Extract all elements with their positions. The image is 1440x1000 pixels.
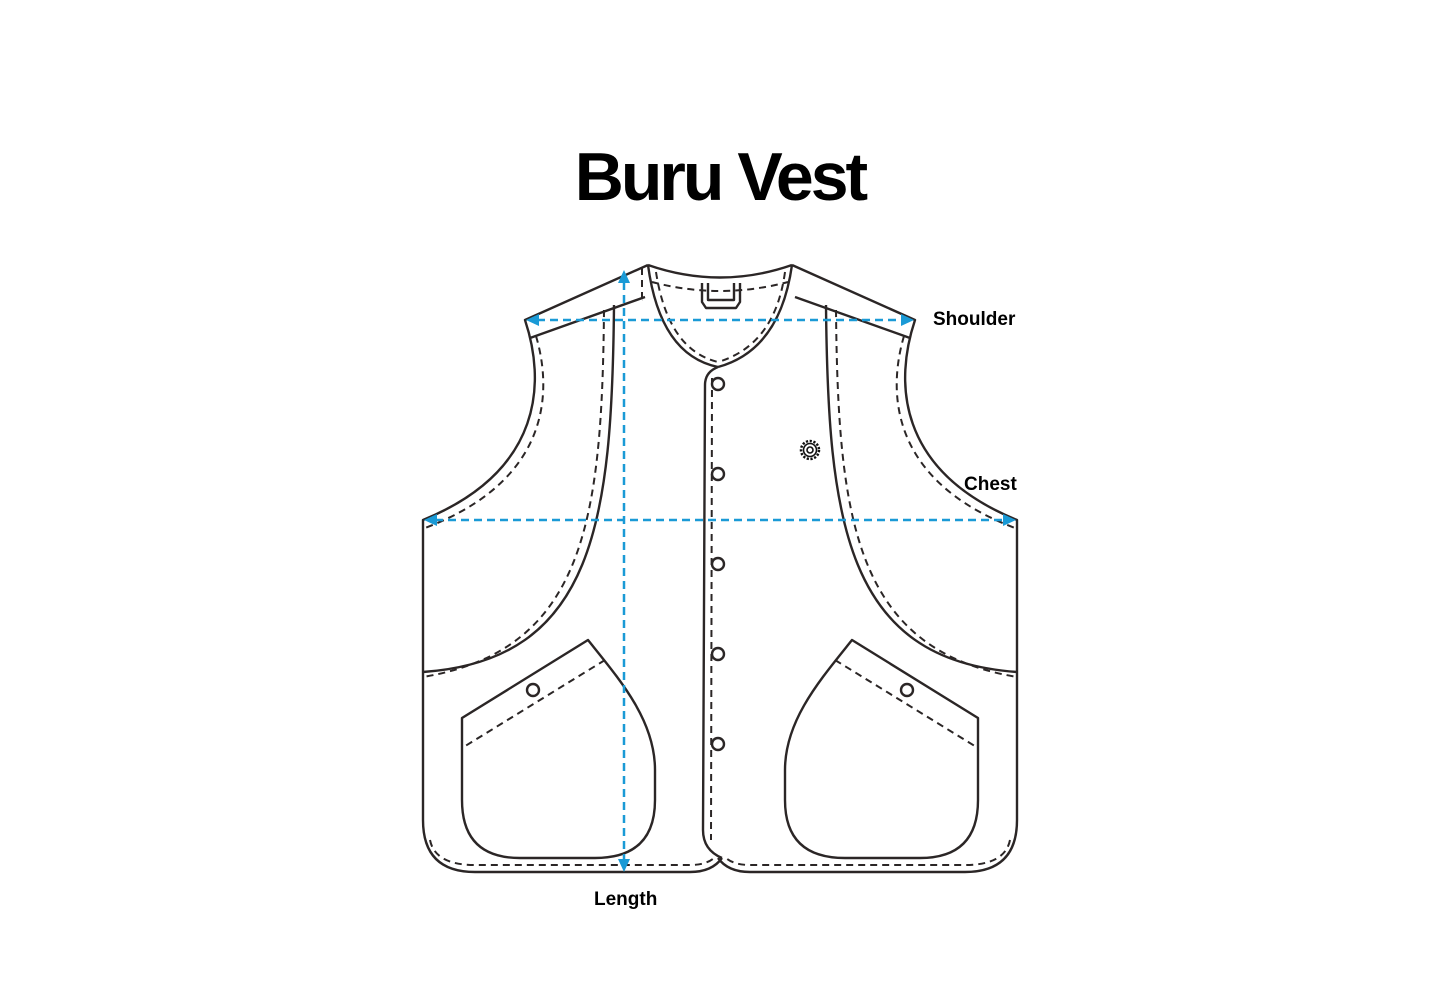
arrow-icon (424, 514, 437, 526)
shoulder-label: Shoulder (933, 309, 1016, 330)
button (710, 556, 726, 572)
length-label: Length (594, 889, 658, 910)
pocket-right (783, 638, 980, 860)
neckline-right (717, 264, 794, 369)
seam-right (824, 304, 1018, 674)
pocket-left (460, 638, 657, 860)
button (710, 736, 726, 752)
seam-left (422, 304, 616, 674)
hanger-loop (700, 283, 742, 310)
neckline-left (646, 264, 719, 369)
front-placket-edge (701, 365, 723, 860)
flower-emblem-icon (799, 439, 821, 461)
vest-outline-right (717, 263, 1019, 874)
page-title: Buru Vest (574, 139, 868, 215)
pocket-button (899, 682, 915, 698)
arrow-icon (901, 314, 914, 326)
yoke-right (794, 295, 911, 340)
arrow-icon (1003, 514, 1016, 526)
yoke-left (529, 295, 646, 340)
vest-outline-left (421, 263, 723, 874)
arrow-icon (526, 314, 539, 326)
button (710, 466, 726, 482)
collar-back (647, 263, 793, 279)
arrow-icon (618, 270, 630, 283)
pocket-button (525, 682, 541, 698)
button (710, 646, 726, 662)
arrow-icon (618, 859, 630, 872)
button (710, 376, 726, 392)
chest-label: Chest (964, 474, 1017, 495)
